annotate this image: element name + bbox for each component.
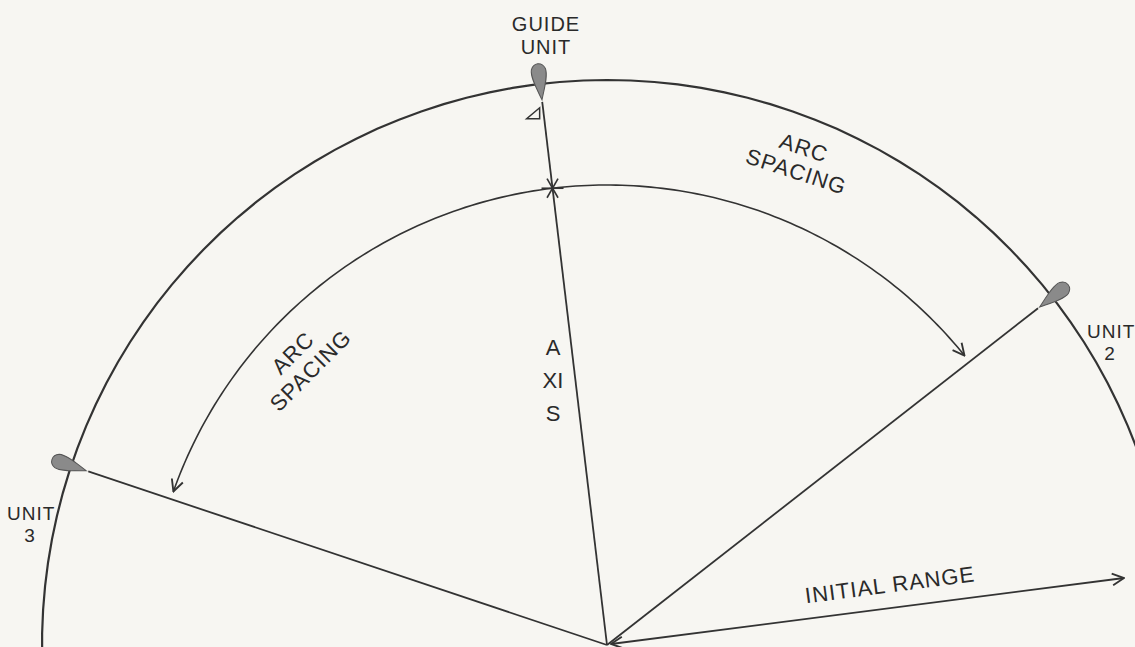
- unit-label: UNIT 3: [7, 503, 53, 547]
- initial-range-circle: [42, 80, 1135, 647]
- bearing-line: [88, 471, 607, 645]
- axis-mark: [547, 179, 558, 198]
- drawing-group: [42, 63, 1135, 647]
- ship-symbol: [530, 63, 549, 101]
- ship-symbol: [50, 452, 89, 478]
- arc-spacing-label: ARC SPACING: [242, 302, 363, 423]
- axis-mark: [547, 179, 558, 198]
- range-label: INITIAL RANGE: [804, 561, 977, 608]
- guide-marker: [527, 108, 540, 119]
- bearing-line: [607, 308, 1038, 645]
- unit-label: UNIT 2: [1087, 321, 1133, 365]
- bearing-line: [542, 102, 607, 645]
- unit-label: GUIDE UNIT: [506, 13, 586, 59]
- axis-label: AXIS: [542, 331, 564, 430]
- arc-spacing-label: ARC SPACING: [735, 117, 865, 202]
- arc-spacing-arrow: [173, 188, 552, 491]
- ship-symbol: [1035, 279, 1073, 313]
- arc-spacing-arrow: [553, 185, 965, 356]
